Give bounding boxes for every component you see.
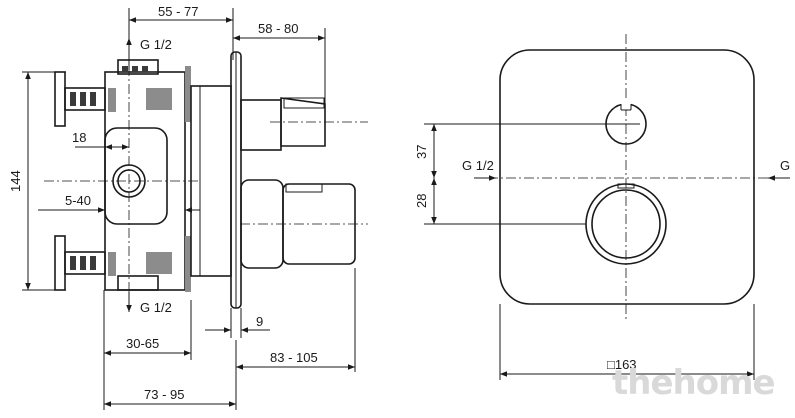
dim-total-depth: 73 - 95 — [144, 387, 184, 402]
dim-right-depth: 58 - 80 — [258, 21, 298, 36]
dim-inlet-offset: 18 — [72, 130, 86, 145]
dim-top-depth: 55 - 77 — [158, 4, 198, 19]
inlet-left-label: G 1/2 — [462, 158, 494, 173]
side-view: 55 - 77 58 - 80 G 1/2 144 — [8, 4, 368, 410]
dim-lower: 28 — [414, 194, 429, 208]
dim-upper: 37 — [414, 145, 429, 159]
dim-wall-range: 5-40 — [65, 193, 91, 208]
dim-height: 144 — [8, 170, 23, 192]
front-view: 37 28 G 1/2 G □163 — [414, 34, 790, 380]
inlet-top-label: G 1/2 — [140, 37, 172, 52]
watermark: thehome — [612, 363, 775, 403]
dim-plate: 9 — [256, 314, 263, 329]
dim-front-depth: 83 - 105 — [270, 350, 318, 365]
outlet-bottom-label: G 1/2 — [140, 300, 172, 315]
dim-width: □163 — [607, 357, 637, 372]
dim-body-depth: 30-65 — [126, 336, 159, 351]
inlet-right-label: G — [780, 158, 790, 173]
